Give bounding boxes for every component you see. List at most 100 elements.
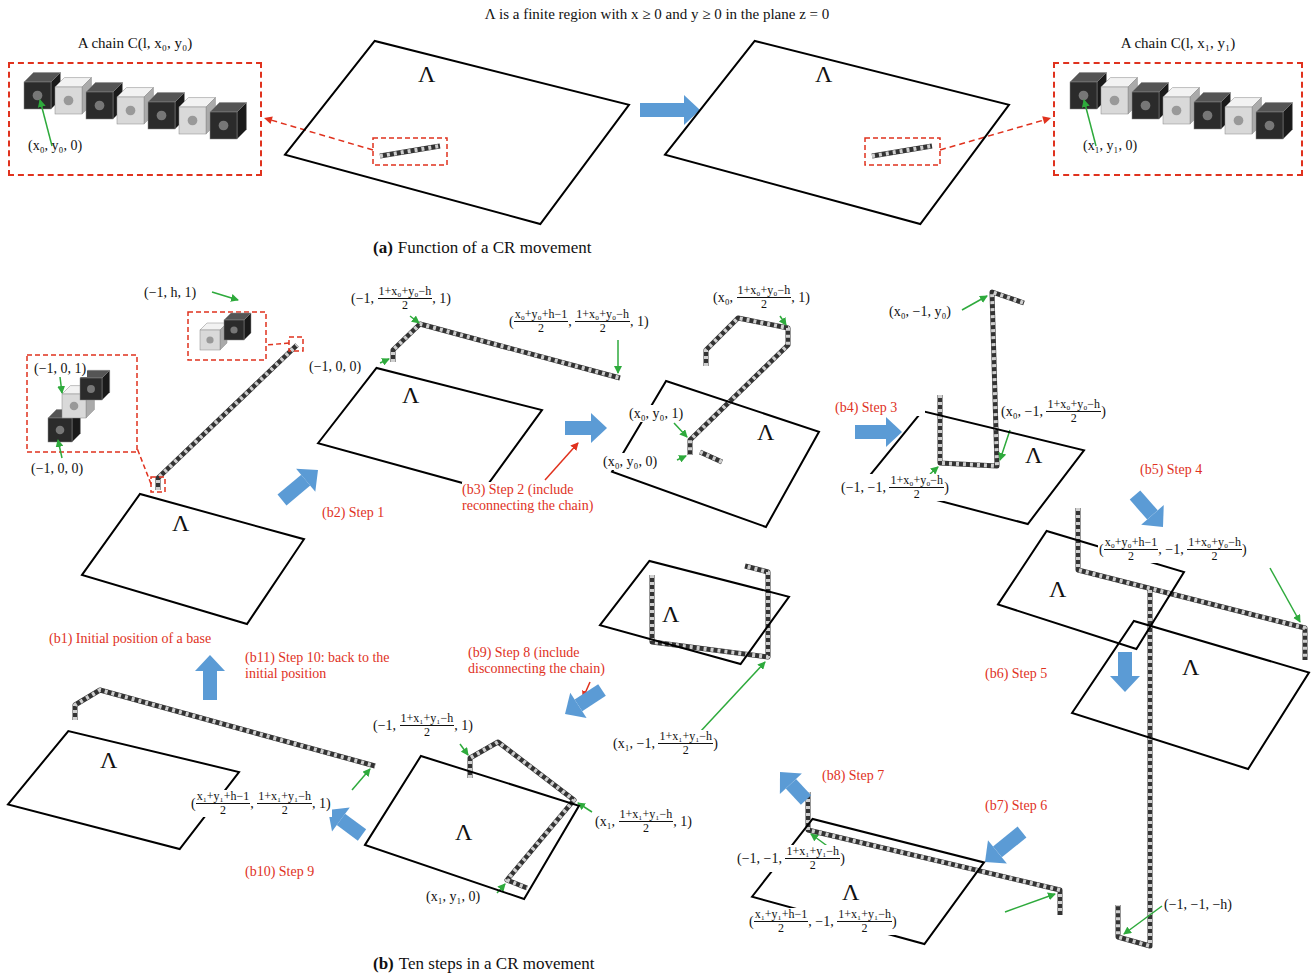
region-symbol: Λ: [455, 820, 472, 844]
connector: [195, 655, 225, 700]
caption-tag: (b): [373, 954, 394, 973]
module: [86, 92, 113, 119]
fraction: 1+x₁+y₁−h2: [619, 808, 674, 835]
numerator: x₀+y₀+h−1: [514, 308, 569, 322]
block-arrow-shaft: [1118, 652, 1132, 676]
leader-arrow: [1000, 430, 1010, 460]
region-outline-shape: [998, 531, 1184, 649]
fraction: 1+x₀+y₀−h2: [889, 474, 944, 501]
pointer-arrow: [545, 443, 578, 480]
region-lambda: Λ: [365, 755, 580, 900]
module: [200, 330, 220, 350]
module: [1163, 97, 1190, 124]
module-hole: [95, 101, 105, 111]
leader-arrow: [410, 316, 419, 323]
block-arrow-shaft: [855, 425, 886, 439]
leader-arrow: [578, 803, 592, 812]
label-text: (−1, 0, 1): [34, 361, 86, 376]
region-symbol: Λ: [1025, 443, 1042, 467]
module: [1194, 102, 1221, 129]
chain: [940, 292, 1024, 466]
module-hole: [1172, 106, 1182, 116]
numerator: 1+x₀+y₀−h: [1046, 398, 1101, 412]
numerator: 1+x₁+y₁−h: [837, 908, 892, 922]
denominator: 2: [1128, 550, 1134, 563]
label-text: ): [840, 851, 845, 866]
denominator: 2: [220, 804, 226, 817]
module: [224, 320, 244, 340]
leader-arrow: [1124, 906, 1162, 934]
module: [179, 107, 206, 134]
denominator: 2: [424, 726, 430, 739]
zoom-box: [151, 477, 165, 492]
module-hole: [1203, 111, 1213, 121]
block-arrow-shaft: [203, 671, 217, 700]
denominator: 2: [538, 322, 544, 335]
coordinate-label: (x₀, y₀, 0): [602, 453, 658, 470]
figure-caption: (a)Function of a CR movement: [372, 237, 592, 258]
fraction: x₀+y₀+h−12: [514, 308, 569, 335]
label-text: Ten steps in a CR movement: [399, 954, 595, 973]
connector: [1130, 490, 1164, 527]
denominator: 2: [810, 859, 816, 872]
region-symbol: Λ: [842, 880, 859, 904]
label-text: Function of a CR movement: [398, 238, 592, 257]
label-text: (x₁, −1,: [613, 736, 658, 751]
region-symbol: Λ: [1182, 655, 1199, 679]
label-text: , 1): [312, 796, 331, 811]
chain: [75, 690, 375, 766]
fraction: 1+x₁+y₁−h2: [785, 845, 840, 872]
chain: [470, 742, 574, 888]
label-text: (x₁, y₁, 0): [426, 889, 480, 904]
region-outline-shape: [365, 756, 579, 899]
region-lambda: Λ: [1072, 620, 1310, 770]
region-outline: [82, 493, 305, 625]
region-outline-shape: [600, 561, 789, 664]
arrowhead: [296, 469, 318, 492]
step-label: (b6) Step 5: [985, 666, 1075, 682]
coordinate-label: (x₁, y₁, 0): [1083, 138, 1137, 154]
arrowhead: [565, 693, 587, 718]
arrowhead: [1110, 676, 1140, 692]
numerator: 1+x₁+y₁−h: [400, 712, 455, 726]
coordinate-label: (−1, −1, −h): [1163, 896, 1233, 913]
inset-box: [27, 355, 137, 452]
label-text: (−1, h, 1): [144, 285, 196, 300]
arrowhead: [985, 840, 1007, 863]
coordinate-label: (x₀, 1+x₀+y₀−h2, 1): [712, 284, 811, 311]
numerator: 1+x₁+y₁−h: [257, 790, 312, 804]
module-side: [244, 313, 251, 340]
chain-links: [690, 318, 788, 462]
connector: [278, 469, 318, 506]
chain-links: [470, 742, 574, 888]
region-outline: [1072, 620, 1310, 770]
coordinate-label: (x₁+y₁+h−12, 1+x₁+y₁−h2, 1): [190, 790, 332, 817]
label-text: ,: [250, 796, 257, 811]
step-label: (b10) Step 9: [245, 864, 345, 880]
region-outline-shape: [285, 41, 629, 224]
label-text: (x₀, y₀, 0): [603, 454, 657, 469]
module-hole: [1265, 121, 1275, 131]
region-lambda: Λ: [665, 40, 1010, 225]
denominator: 2: [1212, 550, 1218, 563]
label-text: (−1, −1,: [737, 851, 785, 866]
callout-box: A chain C(l, x₀, y₀)(x₀, y₀, 0): [8, 62, 262, 176]
label-text: , 1): [454, 718, 473, 733]
coordinate-label: (x₁, −1, 1+x₁+y₁−h2): [612, 730, 719, 757]
connector: [565, 413, 607, 443]
label-text: (x₀, −1, y₀): [889, 304, 951, 319]
region-symbol: Λ: [1049, 577, 1066, 601]
leader-arrow: [677, 456, 686, 460]
step-label: (b3) Step 2 (include reconnecting the ch…: [462, 482, 612, 514]
leader-arrow: [780, 316, 786, 325]
fraction: 1+x₀+y₀−h2: [1187, 536, 1242, 563]
leader-arrow: [1270, 568, 1300, 622]
region-outline: [365, 755, 580, 900]
label-text: , −1,: [808, 914, 837, 929]
module-hole: [1141, 101, 1151, 111]
module: [48, 418, 72, 442]
module-side: [102, 370, 110, 400]
leader-arrow: [1005, 894, 1055, 912]
module: [1225, 107, 1252, 134]
